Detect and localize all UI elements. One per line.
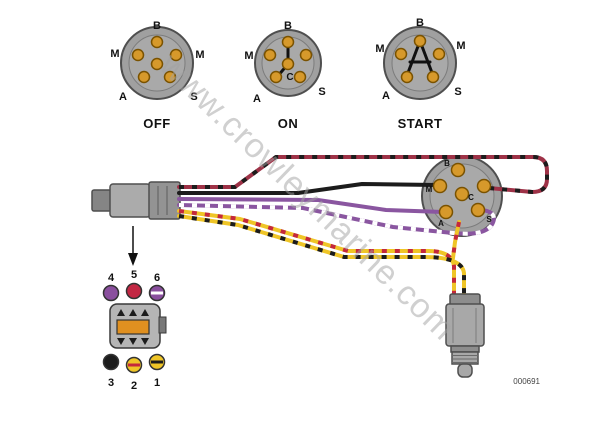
pin-slot [129,338,137,345]
dial-start: B M M A S START [375,17,465,131]
wire-harness [177,155,549,302]
terminal [400,70,414,84]
pin-number-3: 3 [108,377,114,389]
pin-slot [129,309,137,316]
wire-purple [177,197,445,214]
terminal [438,204,454,220]
pin-slot [141,309,149,316]
connector-latch-tab [158,316,167,334]
terminal [413,34,427,48]
terminal [137,70,151,84]
connector-pinout-detail: 4 5 6 3 2 1 [102,269,167,392]
terminal [263,48,277,62]
connector-keyway [116,319,150,335]
wire-yellow-stub [451,220,461,260]
terminal-label-b: B [284,20,292,32]
terminal [131,48,145,62]
ignition-terminal-label-s: S [486,215,492,224]
push-switch-collar [450,345,480,353]
terminal-label-a: A [119,91,127,103]
terminal [450,162,466,178]
terminal [432,47,446,61]
ignition-terminal-label-c: C [468,193,474,202]
push-button-switch [445,293,485,378]
terminal [432,178,448,194]
terminal [169,48,183,62]
terminal-label-m-left: M [110,48,119,60]
dial-on: B M C A S ON [244,20,325,131]
plug-collar [148,181,181,220]
arrow-head [128,253,138,266]
terminal-label-m-right: M [456,40,465,52]
plug-nub [91,189,112,212]
wire-purple-white-stripe-dashes [178,203,496,236]
terminal [394,47,408,61]
terminal [470,202,486,218]
pin-slot [117,309,125,316]
terminal-label-m-right: M [195,49,204,61]
terminal [269,70,283,84]
position-label-start: START [398,116,443,131]
ignition-terminal-label-m: M [426,185,433,194]
pin-slot [117,338,125,345]
pin-number-1: 1 [154,377,160,389]
terminal [293,70,307,84]
harness-plug [91,181,181,220]
push-switch-tip [457,363,473,378]
pin-number-4: 4 [108,272,115,284]
pin-5-red [125,282,143,300]
terminal-label-m-left: M [375,43,384,55]
pin-3-black [102,353,120,371]
part-number: 000691 [513,377,540,386]
wire-red-black-stripe-dashes [179,155,549,194]
terminal-label-s: S [318,86,325,98]
terminal-label-b: B [153,20,161,32]
terminal-label-a: A [253,93,261,105]
dial-off: B M M A S OFF [110,20,204,131]
ignition-key-switch-terminals: B M A S C [426,159,493,228]
terminal-label-s: S [454,86,461,98]
terminal-label-a: A [382,90,390,102]
pin-slot [141,338,149,345]
terminal [150,35,164,49]
terminal [150,57,164,71]
terminal [299,48,313,62]
terminal [281,57,295,71]
ignition-terminal-label-a: A [438,219,444,228]
wire-yellow-black-stripe-dashes [178,214,466,300]
terminal [426,70,440,84]
plug-body [109,183,151,218]
terminal [454,186,470,202]
detail-arrow [128,226,138,266]
pin-4-purple [102,284,120,302]
pin-number-6: 6 [154,272,160,284]
ignition-terminal-label-b: B [444,159,450,168]
pin-number-2: 2 [131,380,137,392]
wire-yellow-red-stripe [177,209,456,302]
terminal-label-c: C [286,72,293,83]
terminal-label-s: S [190,91,197,103]
position-label-on: ON [278,116,299,131]
terminal [476,178,492,194]
terminal-label-b: B [416,17,424,29]
position-label-off: OFF [143,116,171,131]
terminal-label-m-left: M [244,50,253,62]
pin-number-5: 5 [131,269,137,281]
terminal [163,70,177,84]
terminal [281,35,295,49]
wire-black [177,182,439,195]
